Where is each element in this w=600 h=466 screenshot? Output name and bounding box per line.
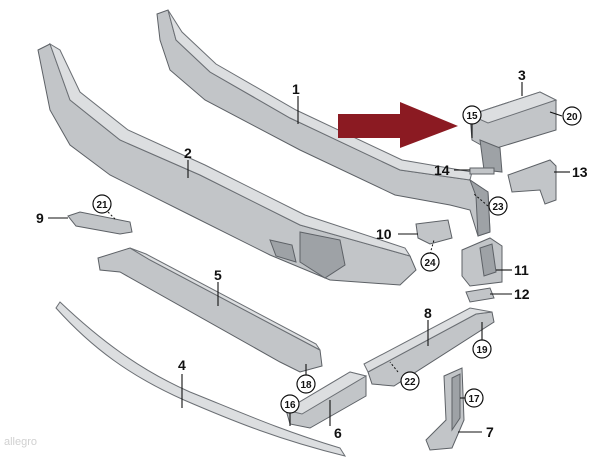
label-13: 13: [572, 164, 588, 180]
part-12-clip: [465, 287, 495, 303]
part-3-crash-box: [468, 91, 558, 173]
label-6: 6: [334, 425, 342, 441]
part-14-clip: [469, 167, 495, 175]
leader-21: [107, 211, 117, 221]
leader-23: [473, 193, 489, 207]
label-1: 1: [292, 81, 300, 97]
part-10-clip: [415, 219, 453, 245]
label-14: 14: [434, 162, 450, 178]
part-4-trim-strip: [55, 301, 347, 457]
leader-20: [549, 111, 563, 117]
label-16: 16: [284, 400, 296, 411]
label-24: 24: [424, 258, 436, 269]
label-17: 17: [468, 394, 480, 405]
label-7: 7: [486, 424, 494, 440]
label-3: 3: [518, 67, 526, 83]
part-5-lower-strut: [97, 247, 323, 373]
part-2-carrier-beam: [37, 42, 417, 286]
callout-18: 18: [296, 374, 316, 394]
part-7-vertical-bracket: [425, 367, 465, 451]
callout-20: 20: [562, 106, 582, 126]
callout-17: 17: [464, 388, 484, 408]
label-21: 21: [96, 200, 108, 211]
label-10: 10: [376, 226, 392, 242]
label-22: 22: [404, 377, 416, 388]
label-15: 15: [466, 111, 478, 122]
callout-23: 23: [488, 196, 508, 216]
leader-24: [429, 239, 435, 255]
part-6-lower-bracket: [284, 371, 368, 429]
label-4: 4: [178, 357, 186, 373]
part-11-bracket: [461, 237, 503, 287]
label-12: 12: [514, 286, 530, 302]
label-23: 23: [492, 202, 504, 213]
label-19: 19: [476, 345, 488, 356]
callout-24: 24: [420, 252, 440, 272]
callout-21: 21: [92, 194, 112, 214]
part-13-bracket: [507, 159, 557, 205]
label-5: 5: [214, 267, 222, 283]
label-9: 9: [36, 210, 44, 226]
part-1-reinforcement-bar: [156, 9, 491, 237]
watermark: allegro: [4, 436, 38, 448]
callout-22: 22: [400, 371, 420, 391]
label-8: 8: [424, 305, 432, 321]
label-18: 18: [300, 380, 312, 391]
label-11: 11: [514, 262, 529, 278]
label-2: 2: [184, 145, 192, 161]
callout-19: 19: [472, 339, 492, 359]
callout-15: 15: [462, 105, 482, 125]
part-9-bracket: [67, 211, 133, 235]
label-20: 20: [566, 112, 578, 123]
part-8-side-rail: [363, 307, 495, 387]
callout-16: 16: [280, 394, 300, 414]
red-arrow-icon: [338, 102, 458, 148]
